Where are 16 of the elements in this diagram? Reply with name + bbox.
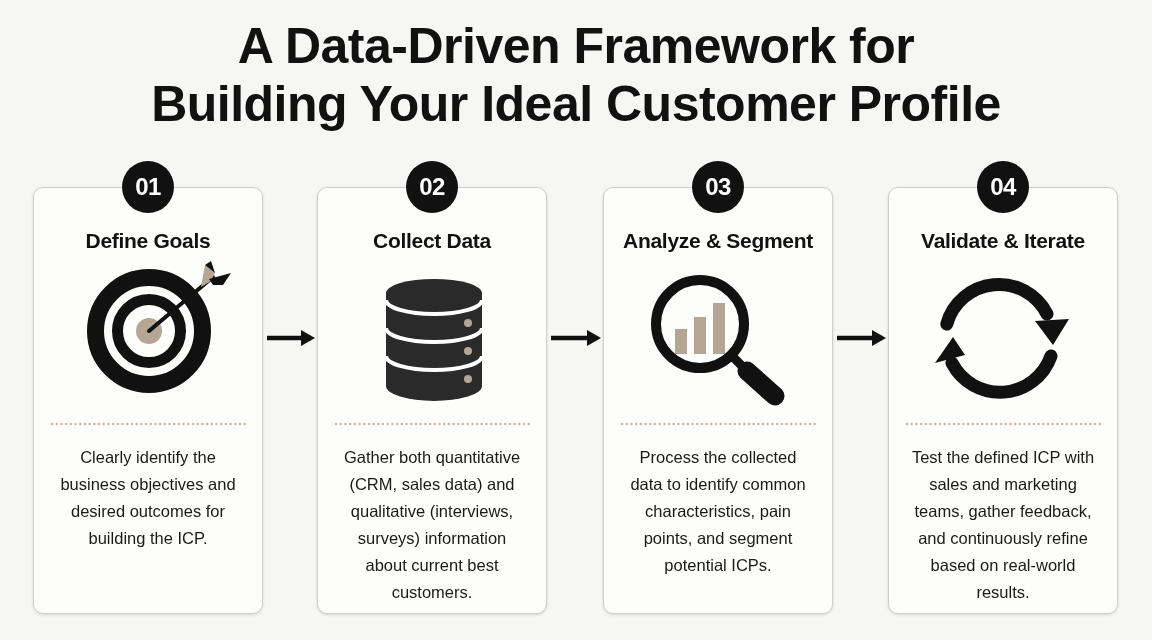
- arrow: [837, 330, 886, 346]
- step-description: Gather both quantitative (CRM, sales data) and qualitative (interviews, surveys) information about current best customers.: [342, 447, 522, 603]
- title: A Data-Driven Framework for Building Your Ideal Customer Profile: [150, 17, 1002, 133]
- step-number-badge: 02: [406, 161, 458, 213]
- step-heading: Define Goals: [85, 228, 211, 254]
- step-number-badge: 04: [977, 161, 1029, 213]
- arrow: [551, 330, 601, 346]
- step-heading: Collect Data: [373, 228, 491, 254]
- step-number-badge: 01: [122, 161, 174, 213]
- step-description: Clearly identify the business objectives and desired outcomes for building the ICP.: [59, 447, 237, 549]
- step-heading: Analyze & Segment: [623, 228, 813, 254]
- step-description: Process the collected data to identify common characteristics, pain points, and segment potential ICPs.: [629, 447, 807, 576]
- arrow: [267, 330, 315, 346]
- step-heading: Validate & Iterate: [921, 228, 1085, 254]
- step-number-badge: 03: [692, 161, 744, 213]
- step-description: Test the defined ICP with sales and marketing teams, gather feedback, and continuously refine based on real-world results.: [910, 447, 1096, 603]
